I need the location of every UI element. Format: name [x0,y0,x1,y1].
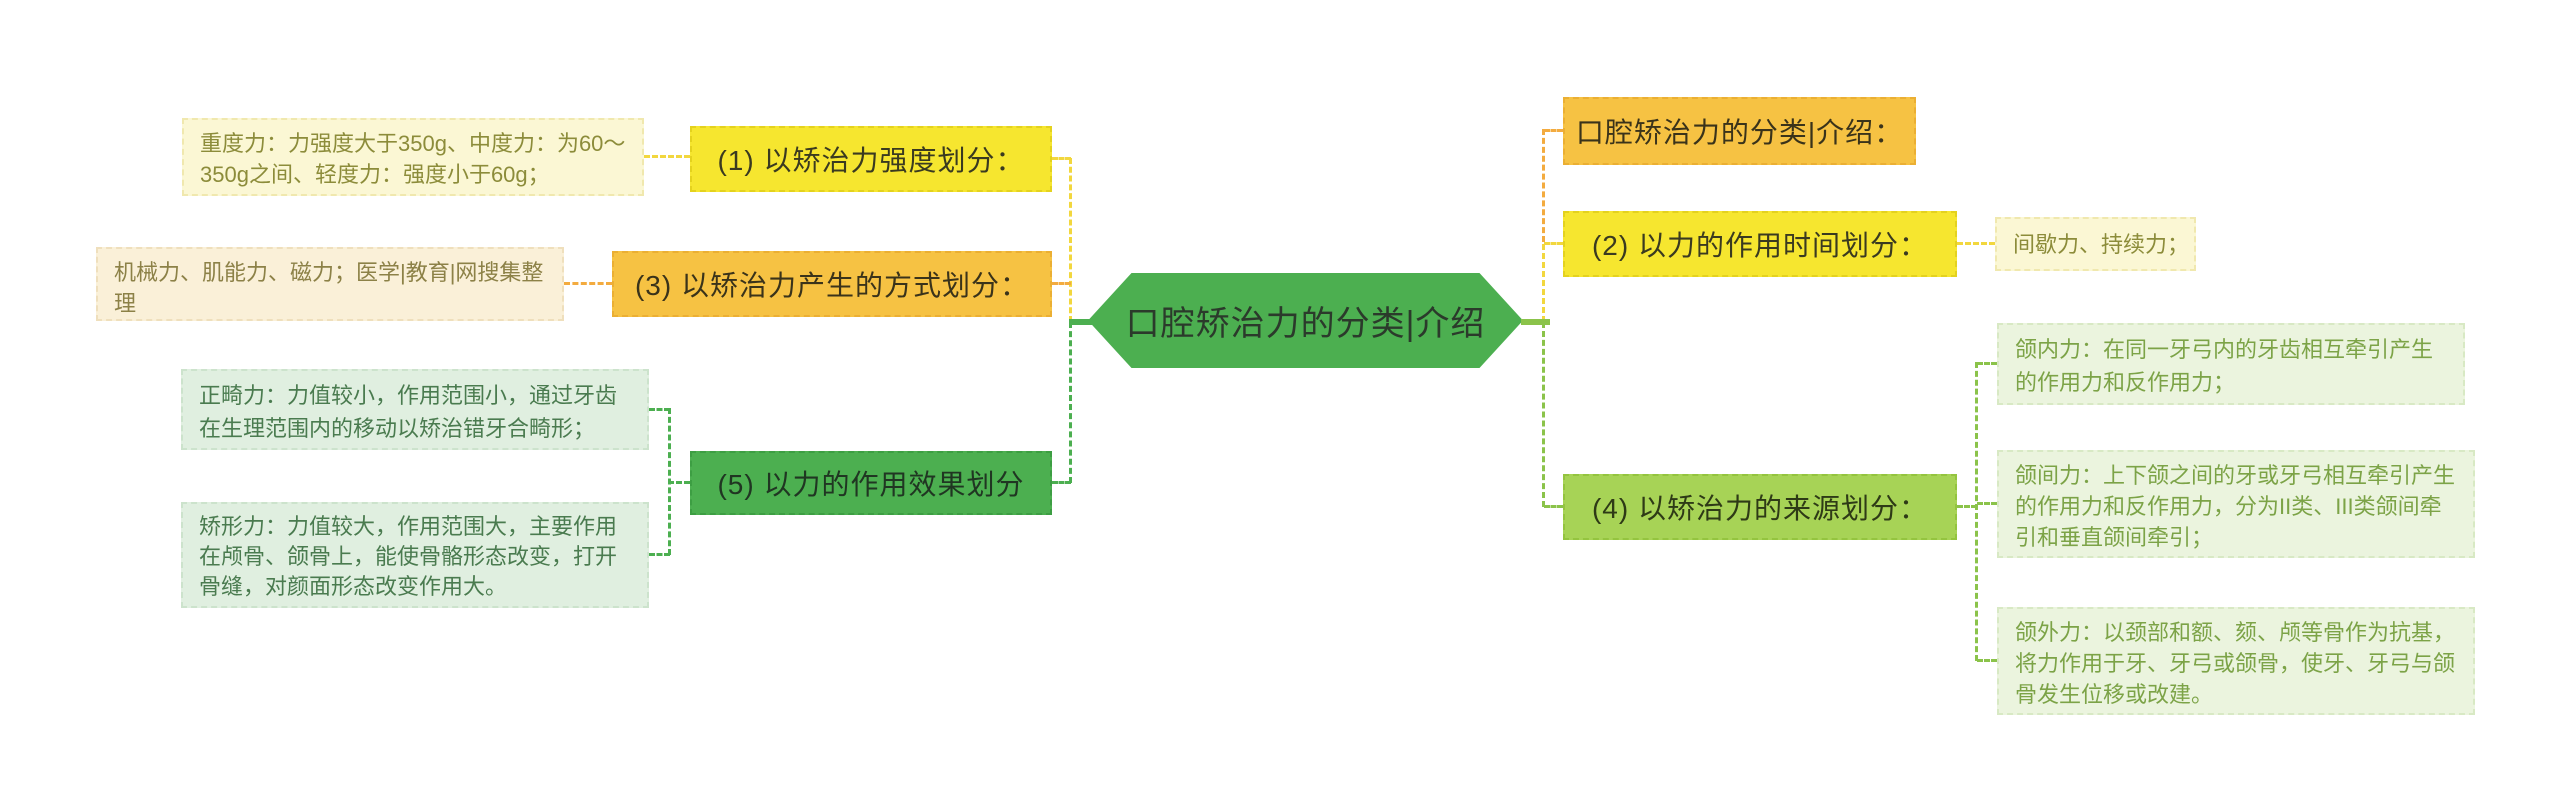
connector-line [1957,505,1977,508]
branch-node-intro[interactable]: 口腔矫治力的分类|介绍： [1563,97,1916,165]
connector-line [1521,319,1550,325]
detail-strength-levels[interactable]: 重度力：力强度大于350g、中度力：为60～350g之间、轻度力：强度小于60g… [182,118,644,196]
detail-orthodontic-force[interactable]: 正畸力：力值较小，作用范围小，通过牙齿在生理范围内的移动以矫治错牙合畸形； [181,369,649,450]
connector-line [1977,362,1997,365]
detail-orthopedic-force[interactable]: 矫形力：力值较大，作用范围大，主要作用在颅骨、颌骨上，能使骨骼形态改变，打开骨缝… [181,502,649,608]
connector-line [1544,129,1563,132]
connector-line [1977,659,1997,662]
connector-line [564,282,612,285]
detail-intramaxillary-force[interactable]: 颌内力：在同一牙弓内的牙齿相互牵引产生的作用力和反作用力； [1997,323,2465,405]
connector-line [1052,282,1071,285]
branch-node-effect[interactable]: (5) 以力的作用效果划分 [690,451,1052,515]
connector-line [668,481,690,484]
detail-time-types[interactable]: 间歇力、持续力； [1995,217,2196,271]
connector-line [1544,242,1563,245]
connector-line [1544,505,1563,508]
connector-line [1542,129,1545,242]
connector-line [649,553,670,556]
connector-line [649,408,670,411]
branch-node-strength[interactable]: (1) 以矫治力强度划分： [690,126,1052,192]
branch-node-source[interactable]: (4) 以矫治力的来源划分： [1563,474,1957,540]
root-node[interactable]: 口腔矫治力的分类|介绍 [1088,273,1523,368]
branch-node-time[interactable]: (2) 以力的作用时间划分： [1563,211,1957,277]
connector-line [1975,362,1978,661]
connector-line [1977,502,1997,505]
detail-extraoral-force[interactable]: 颌外力：以颈部和额、颏、颅等骨作为抗基，将力作用于牙、牙弓或颌骨，使牙、牙弓与颌… [1997,607,2475,715]
connector-line [1069,322,1072,483]
connector-line [1069,158,1072,322]
connector-line [1542,244,1545,322]
branch-node-production-mode[interactable]: (3) 以矫治力产生的方式划分： [612,251,1052,317]
connector-line [1957,242,1995,245]
connector-line [644,155,690,158]
connector-line [1542,322,1545,507]
connector-line [1069,319,1098,325]
detail-force-modes[interactable]: 机械力、肌能力、磁力；医学|教育|网搜集整理 [96,247,564,321]
connector-line [1052,157,1071,160]
detail-intermaxillary-force[interactable]: 颌间力：上下颌之间的牙或牙弓相互牵引产生的作用力和反作用力，分为II类、III类… [1997,450,2475,558]
connector-line [1052,481,1071,484]
